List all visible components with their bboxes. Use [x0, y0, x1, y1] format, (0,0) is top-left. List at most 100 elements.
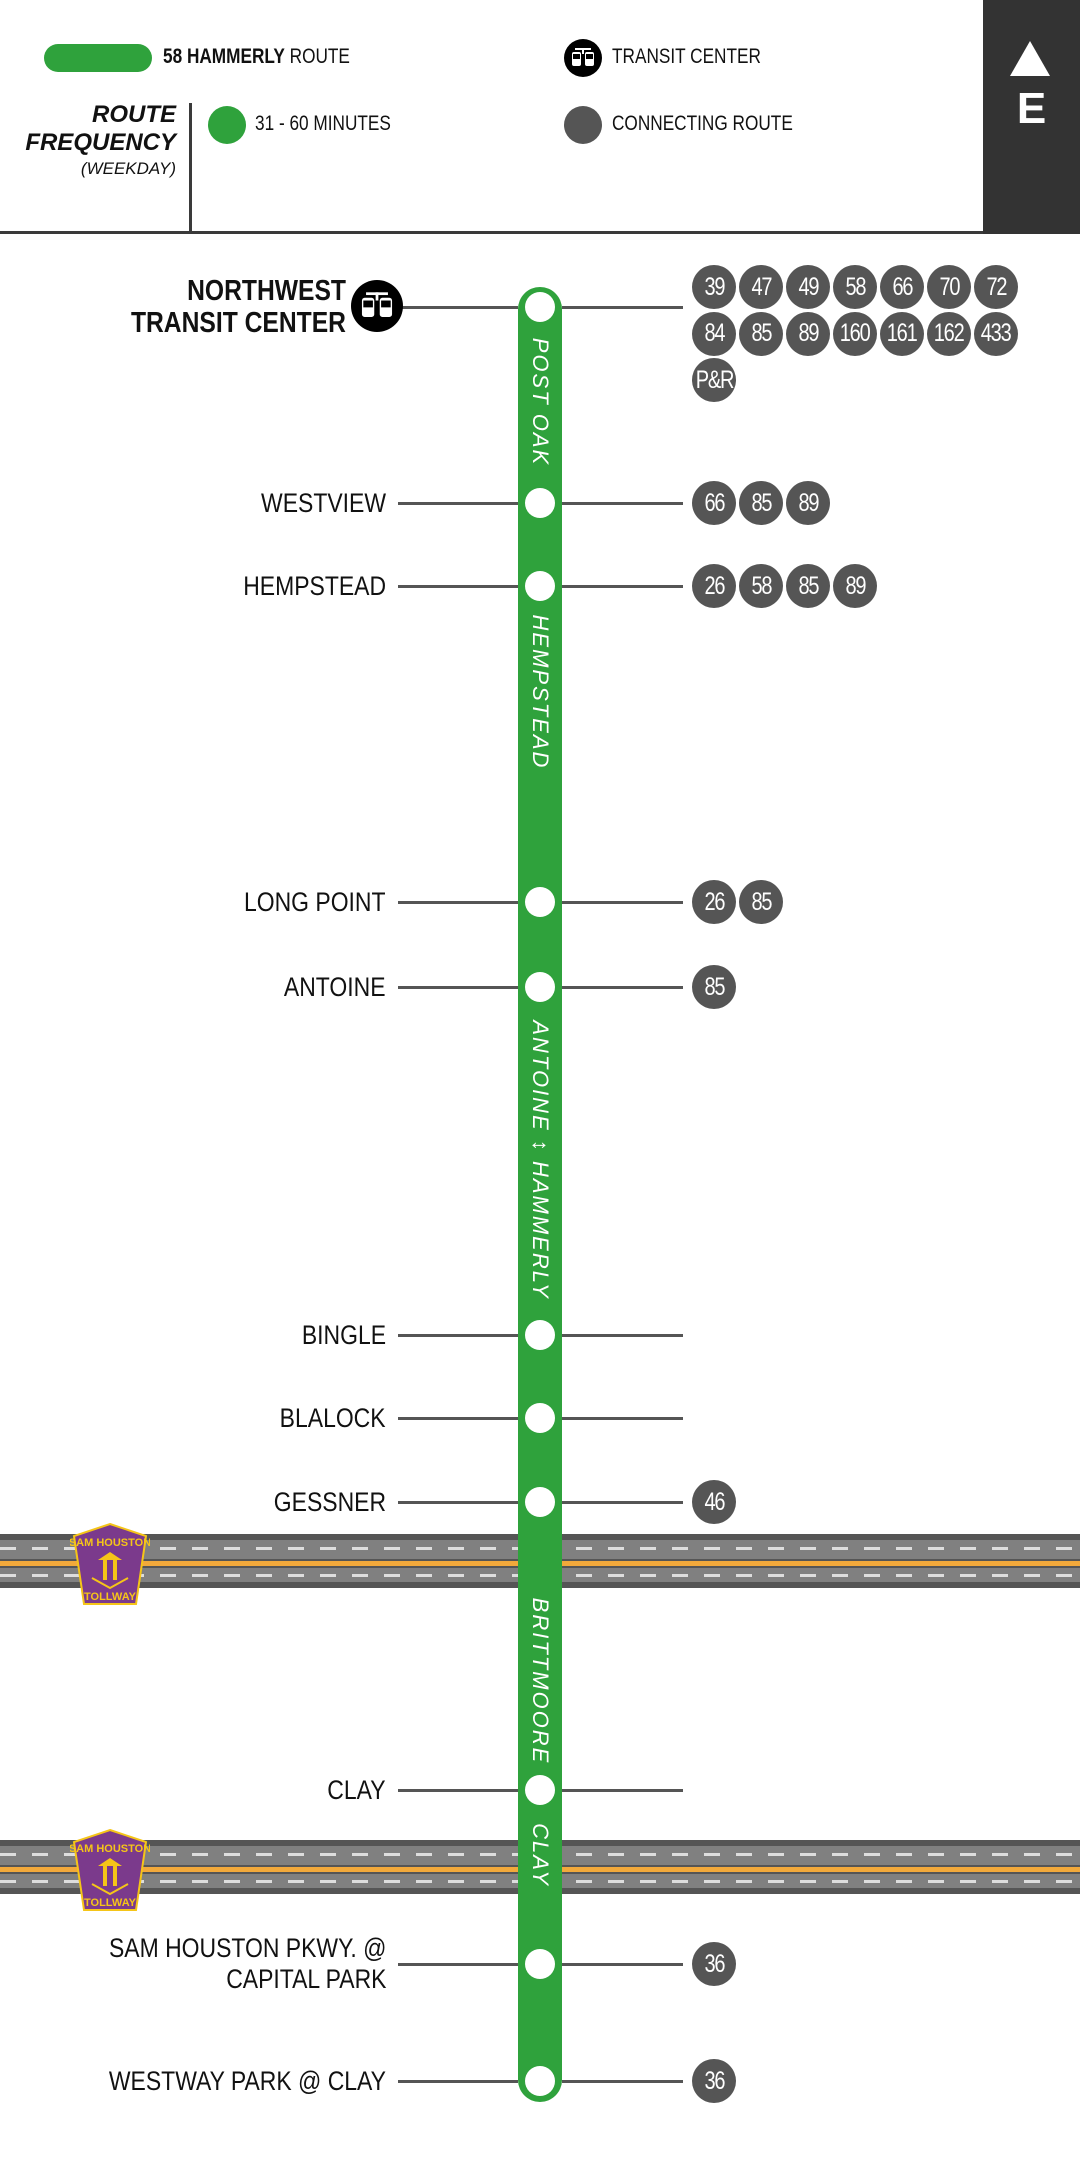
connecting-route-number: 70: [939, 272, 960, 301]
stop-label-line: WESTVIEW: [261, 487, 386, 518]
stop-leader-right: [562, 502, 683, 505]
connecting-route-badge[interactable]: 85: [692, 965, 736, 1009]
connecting-route-badge[interactable]: 36: [692, 2059, 736, 2103]
stop-marker[interactable]: [525, 1487, 555, 1517]
stop-marker[interactable]: [525, 1403, 555, 1433]
direction-panel: [983, 0, 1080, 234]
connecting-route-badge[interactable]: 70: [927, 265, 971, 309]
connecting-route-badge[interactable]: 46: [692, 1480, 736, 1524]
connecting-route-number: 72: [986, 272, 1007, 301]
stop-label-line: CAPITAL PARK: [225, 1964, 386, 1994]
connecting-route-badge[interactable]: 72: [974, 265, 1018, 309]
stop-leader-right: [562, 1417, 683, 1420]
connecting-route-number: 36: [704, 1949, 725, 1978]
transit-center-legend-label: TRANSIT CENTER: [612, 45, 761, 68]
connecting-route-badge[interactable]: 89: [786, 481, 830, 525]
stop-leader-right: [562, 901, 683, 904]
stop-marker[interactable]: [525, 1775, 555, 1805]
connecting-route-number: 85: [704, 972, 725, 1001]
stop-leader-left: [398, 1501, 518, 1504]
connecting-route-badge[interactable]: 433: [974, 311, 1018, 356]
connecting-route-badge[interactable]: 161: [880, 311, 924, 356]
stop-leader-left: [398, 306, 518, 309]
connecting-route-number: 66: [704, 488, 725, 517]
connecting-route-number: 84: [704, 319, 725, 347]
stop-label: WESTVIEW: [261, 488, 386, 519]
stop-leader-right: [562, 986, 683, 989]
connecting-route-number: P&R: [695, 365, 734, 394]
connecting-route-badge[interactable]: 26: [692, 880, 736, 924]
connecting-route-number: 85: [751, 887, 772, 916]
connecting-route-badge[interactable]: 85: [739, 880, 783, 924]
stop-marker[interactable]: [525, 571, 555, 601]
stop-leader-left: [398, 585, 518, 588]
stop-label: HEMPSTEAD: [243, 571, 386, 602]
connecting-route-badge[interactable]: 160: [833, 311, 877, 356]
connecting-route-number: 85: [798, 571, 819, 600]
stop-label: BLALOCK: [280, 1403, 386, 1434]
stop-marker[interactable]: [525, 488, 555, 518]
legend-header: [0, 0, 1080, 234]
stop-label-line: ANTOINE: [284, 971, 386, 1002]
connecting-route-number: 89: [845, 571, 866, 600]
connecting-route-badge[interactable]: 84: [692, 311, 736, 356]
stop-label-line: GESSNER: [273, 1486, 386, 1517]
connecting-route-badge[interactable]: 49: [786, 265, 830, 309]
stop-label-line: SAM HOUSTON PKWY. @: [108, 1933, 386, 1963]
tollway-shield-icon: SAM HOUSTON TOLLWAY: [70, 1828, 150, 1911]
stop-leader-left: [398, 502, 518, 505]
connecting-route-number: 89: [798, 488, 819, 517]
stop-label: CLAY: [328, 1775, 386, 1806]
street-label-brittmoore: BRITTMOORE: [528, 1597, 553, 1765]
up-arrow-icon: [1010, 41, 1050, 76]
stop-label-line: BINGLE: [301, 1319, 386, 1350]
connecting-route-badge[interactable]: 89: [833, 564, 877, 608]
connecting-route-number: 26: [704, 571, 725, 600]
stop-leader-left: [398, 2080, 518, 2083]
stop-label-line: BLALOCK: [280, 1402, 386, 1433]
connecting-route-badge[interactable]: 85: [739, 481, 783, 525]
connecting-route-badge[interactable]: 36: [692, 1942, 736, 1986]
legend-divider: [189, 103, 192, 234]
connecting-route-badge[interactable]: 66: [692, 481, 736, 525]
stop-marker[interactable]: [525, 2066, 555, 2096]
connecting-route-number: 85: [751, 488, 772, 517]
stop-marker[interactable]: [525, 292, 555, 322]
stop-leader-right: [562, 1501, 683, 1504]
connecting-route-dot: [564, 106, 602, 144]
stop-label: LONG POINT: [244, 887, 386, 918]
stop-label-line: TRANSIT CENTER: [130, 307, 346, 339]
connecting-route-badge[interactable]: 66: [880, 265, 924, 309]
stop-marker[interactable]: [525, 1320, 555, 1350]
connecting-route-badge[interactable]: 39: [692, 265, 736, 309]
stop-leader-left: [398, 1963, 518, 1966]
connecting-route-label: CONNECTING ROUTE: [612, 112, 793, 135]
connecting-route-badge[interactable]: 26: [692, 564, 736, 608]
connecting-route-badge[interactable]: 58: [739, 564, 783, 608]
stop-label: SAM HOUSTON PKWY. @CAPITAL PARK: [109, 1933, 386, 1995]
connecting-route-badge[interactable]: 89: [786, 311, 830, 356]
connecting-route-number: 66: [892, 272, 913, 301]
connecting-route-number: 58: [751, 571, 772, 600]
connecting-route-badge[interactable]: 85: [739, 311, 783, 356]
stop-label-line: HEMPSTEAD: [243, 570, 386, 601]
stop-marker[interactable]: [525, 887, 555, 917]
connecting-route-number: 36: [704, 2066, 725, 2095]
svg-text:SAM HOUSTON: SAM HOUSTON: [70, 1843, 150, 1855]
stop-label-line: NORTHWEST: [187, 275, 346, 307]
connecting-route-number: 46: [704, 1487, 725, 1516]
transit-center-icon: [564, 39, 602, 77]
connecting-route-number: 160: [840, 319, 871, 347]
stop-leader-right: [562, 2080, 683, 2083]
stop-marker[interactable]: [525, 1949, 555, 1979]
stop-leader-right: [562, 1334, 683, 1337]
stop-marker[interactable]: [525, 972, 555, 1002]
connecting-route-badge[interactable]: 162: [927, 311, 971, 356]
direction-letter: E: [1016, 84, 1047, 133]
stop-label-line: WESTWAY PARK @ CLAY: [108, 2065, 386, 2096]
connecting-route-badge[interactable]: 85: [786, 564, 830, 608]
connecting-route-badge[interactable]: 47: [739, 265, 783, 309]
connecting-route-badge[interactable]: P&R: [692, 358, 736, 402]
connecting-route-badge[interactable]: 58: [833, 265, 877, 309]
